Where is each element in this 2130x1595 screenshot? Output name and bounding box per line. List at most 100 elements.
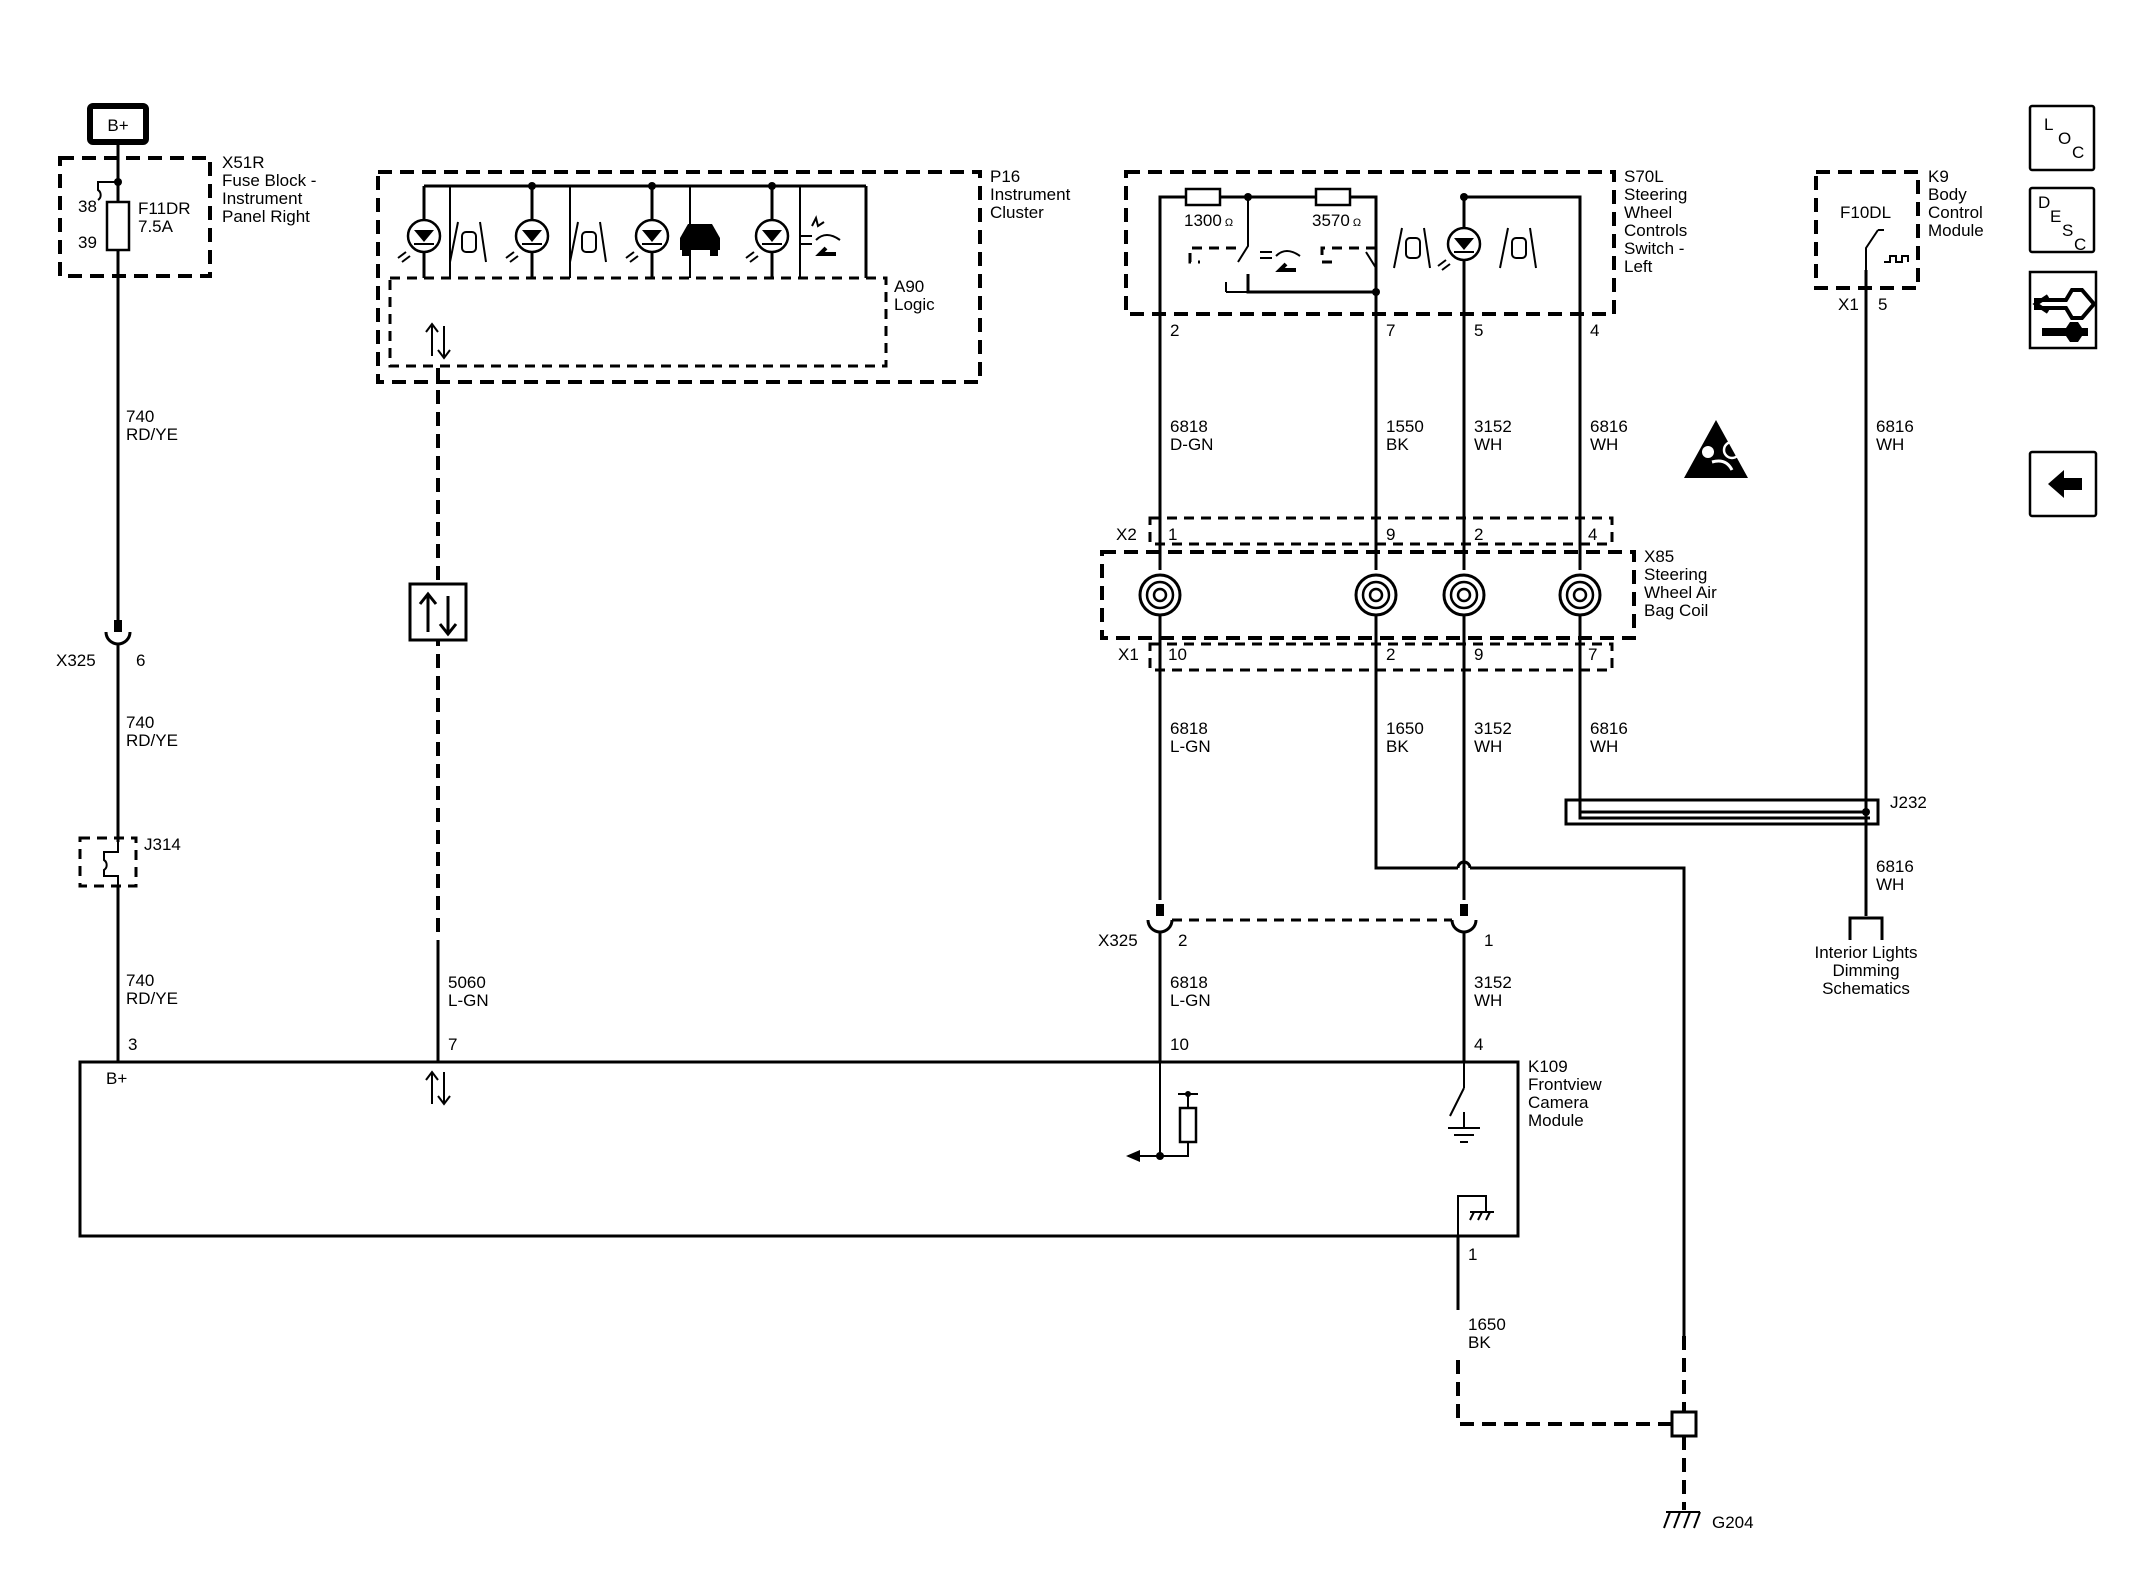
wire-6816-j-circuit: 6816 — [1876, 857, 1914, 876]
ground-splice-icon — [1670, 1410, 1698, 1438]
connector-view-button[interactable] — [2028, 270, 2098, 350]
logic-id: A90 — [894, 277, 924, 296]
chassis-ground-icon — [1457, 1195, 1494, 1236]
wire-1550-color: BK — [1386, 435, 1409, 454]
led-3-icon — [625, 218, 670, 263]
wire-6816-bcm: 6816 WH — [1876, 417, 1914, 454]
wire-740-a-circuit: 740 — [126, 407, 154, 426]
bplus-label: B+ — [107, 116, 128, 135]
back-button[interactable] — [2028, 450, 2098, 518]
x325-bottom-pin-b: 1 — [1484, 931, 1493, 950]
camera-ground-pin: 1 — [1468, 1245, 1477, 1264]
coil-wire-labels: 6818 L-GN 1650 BK 3152 WH 6816 WH — [1170, 719, 1628, 756]
wire-3152-top-color: WH — [1474, 435, 1502, 454]
bcm-pin: 5 — [1878, 295, 1887, 314]
wire-1650-ground: 1650 BK — [1468, 1315, 1506, 1352]
fuse-pin-38: 38 — [78, 197, 97, 216]
coil-label-3: Bag Coil — [1644, 601, 1708, 620]
wire-6816-top-color: WH — [1590, 435, 1618, 454]
connector-x325-top: X325 6 — [56, 620, 145, 842]
data-arrows-icon — [425, 322, 451, 360]
cluster-label-1: Instrument — [990, 185, 1071, 204]
airbag-warning-icon — [1684, 420, 1748, 478]
connector-repair-icon — [2032, 288, 2097, 342]
loc-l: L — [2044, 115, 2053, 134]
switch-wire-labels: 6818 D-GN 1550 BK 3152 WH 6816 WH — [1170, 417, 1628, 454]
fuse-block-label-3: Panel Right — [222, 207, 310, 226]
camera-id: K109 — [1528, 1057, 1568, 1076]
resistor-3570-icon — [1314, 187, 1352, 207]
bcm-label-1: Body — [1928, 185, 1967, 204]
coil-x2-pin-1: 1 — [1168, 525, 1177, 544]
wire-1650-mid-color: BK — [1386, 737, 1409, 756]
wire-6818-low: 6818 L-GN — [1170, 973, 1211, 1010]
desc-d: D — [2038, 193, 2050, 212]
coil-label-2: Wheel Air — [1644, 583, 1717, 602]
wire-5060: 5060 L-GN — [448, 973, 489, 1010]
wire-740-c-color: RD/YE — [126, 989, 178, 1008]
dimming-reference[interactable]: Interior Lights Dimming Schematics — [1815, 916, 1918, 998]
wire-6818-low-circuit: 6818 — [1170, 973, 1208, 992]
bcm-fuse: F10DL — [1840, 203, 1891, 222]
loc-button[interactable]: L O C — [2028, 104, 2096, 172]
wire-6818-top-circuit: 6818 — [1170, 417, 1208, 436]
wire-3152-low-circuit: 3152 — [1474, 973, 1512, 992]
switch-label-1: Steering — [1624, 185, 1687, 204]
wire-3152-top-circuit: 3152 — [1474, 417, 1512, 436]
wire-740-b-color: RD/YE — [126, 731, 178, 750]
serial-data-icon — [408, 582, 468, 642]
switch-id: S70L — [1624, 167, 1664, 186]
pullup-resistor-icon — [1126, 1062, 1198, 1162]
lane-keep-icon-2 — [569, 221, 607, 263]
splice-pack-j232: J232 — [1564, 793, 1927, 826]
pwm-icon — [1884, 255, 1909, 263]
coil-id: X85 — [1644, 547, 1674, 566]
camera-label-1: Frontview — [1528, 1075, 1602, 1094]
desc-e: E — [2050, 207, 2061, 226]
wire-740-a-color: RD/YE — [126, 425, 178, 444]
loc-o: O — [2058, 129, 2071, 148]
coil-x2-pin-2: 2 — [1474, 525, 1483, 544]
switch-label-2: Wheel — [1624, 203, 1672, 222]
coil-x1-pin-10: 10 — [1168, 645, 1187, 664]
switch-pin-4: 4 — [1590, 321, 1599, 340]
logic-label: Logic — [894, 295, 935, 314]
coil-x1-label: X1 — [1118, 645, 1139, 664]
clockspring-icon-1 — [1138, 573, 1182, 617]
steering-switch-s70l: S70L Steering Wheel Controls Switch - Le… — [1124, 167, 1687, 320]
camera-data-arrows-icon — [425, 1070, 451, 1106]
camera-pin-4: 4 — [1474, 1035, 1483, 1054]
cluster-label-2: Cluster — [990, 203, 1044, 222]
wire-6816-top-circuit: 6816 — [1590, 417, 1628, 436]
switch-pin-7: 7 — [1386, 321, 1395, 340]
desc-button[interactable]: D E S C — [2028, 186, 2096, 254]
camera-module-k109: K109 Frontview Camera Module B+ 3 7 10 4 — [78, 1035, 1602, 1238]
cluster-id: P16 — [990, 167, 1020, 186]
dimming-label-3: Schematics — [1822, 979, 1910, 998]
wire-1650-ground-circuit: 1650 — [1468, 1315, 1506, 1334]
led-1-icon — [397, 218, 442, 263]
fuse-pin-39: 39 — [78, 233, 97, 252]
switch-pin-5: 5 — [1474, 321, 1483, 340]
switch-label-4: Switch - — [1624, 239, 1684, 258]
airbag-coil-x85: X2 X1 1 9 2 4 10 2 9 7 X85 Steering Whee… — [1100, 420, 1748, 672]
switch-lane-icon-2 — [1499, 227, 1537, 269]
switch-label-3: Controls — [1624, 221, 1687, 240]
x325-bottom-id: X325 — [1098, 931, 1138, 950]
lane-keep-icon-1 — [449, 221, 487, 263]
dimming-label-2: Dimming — [1832, 961, 1899, 980]
wire-3152-mid-circuit: 3152 — [1474, 719, 1512, 738]
loc-c: C — [2072, 143, 2084, 162]
bcm-connector: X1 — [1838, 295, 1859, 314]
led-2-icon — [505, 218, 550, 263]
x325-top-pin: 6 — [136, 651, 145, 670]
wire-5060-color: L-GN — [448, 991, 489, 1010]
desc-s: S — [2062, 221, 2073, 240]
fuse-block-label-1: Fuse Block - — [222, 171, 316, 190]
fuse-block-id: X51R — [222, 153, 265, 172]
wire-6816-mid-circuit: 6816 — [1590, 719, 1628, 738]
wire-6818-mid-color: L-GN — [1170, 737, 1211, 756]
